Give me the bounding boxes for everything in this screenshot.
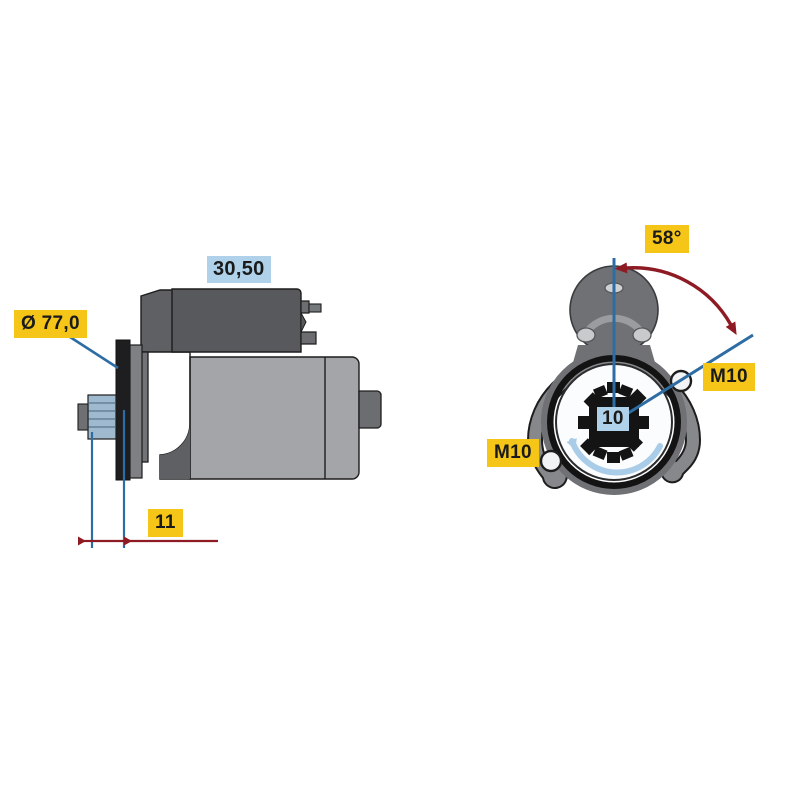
solenoid-terminal-upper: [300, 300, 310, 314]
motor-body: [189, 356, 382, 480]
solenoid-terminal-lower: [300, 331, 317, 345]
thread-label-left: M10: [487, 439, 539, 467]
pinion-shaft-end: [77, 403, 89, 431]
thread-label-right: M10: [703, 363, 755, 391]
flange-rim: [129, 344, 143, 479]
angle-arc-arrow: [614, 262, 737, 336]
solenoid-body: [171, 288, 302, 353]
pinion-teeth-count-label: 10: [597, 407, 629, 431]
motor-body-shell: [189, 356, 360, 480]
diameter-dimension-label: Ø 77,0: [14, 310, 87, 338]
solenoid-notch: [300, 311, 307, 333]
pinion-tooth-lines: [88, 402, 116, 428]
pinion-gear: [77, 394, 117, 440]
boss-bolt-hole-right: [632, 327, 652, 343]
offset-dimension-label: 11: [148, 509, 183, 537]
diameter-leader-line: [69, 335, 119, 370]
rear-terminal-stud: [358, 390, 382, 429]
solenoid: [171, 288, 322, 353]
starter-motor-face-view: [526, 258, 754, 495]
solenoid-stud: [308, 303, 322, 313]
mounting-flange: [115, 339, 143, 481]
mounting-hole-left: [539, 449, 563, 473]
rotation-direction-arrow: [566, 438, 663, 476]
starter-motor-side-view: [69, 288, 382, 548]
drive-housing-foot: [160, 423, 191, 479]
angled-reference-line: [613, 333, 754, 424]
length-dimension-label: 30,50: [207, 256, 271, 283]
boss-bolt-hole-left: [576, 327, 596, 343]
angle-dimension-label: 58°: [645, 225, 689, 253]
